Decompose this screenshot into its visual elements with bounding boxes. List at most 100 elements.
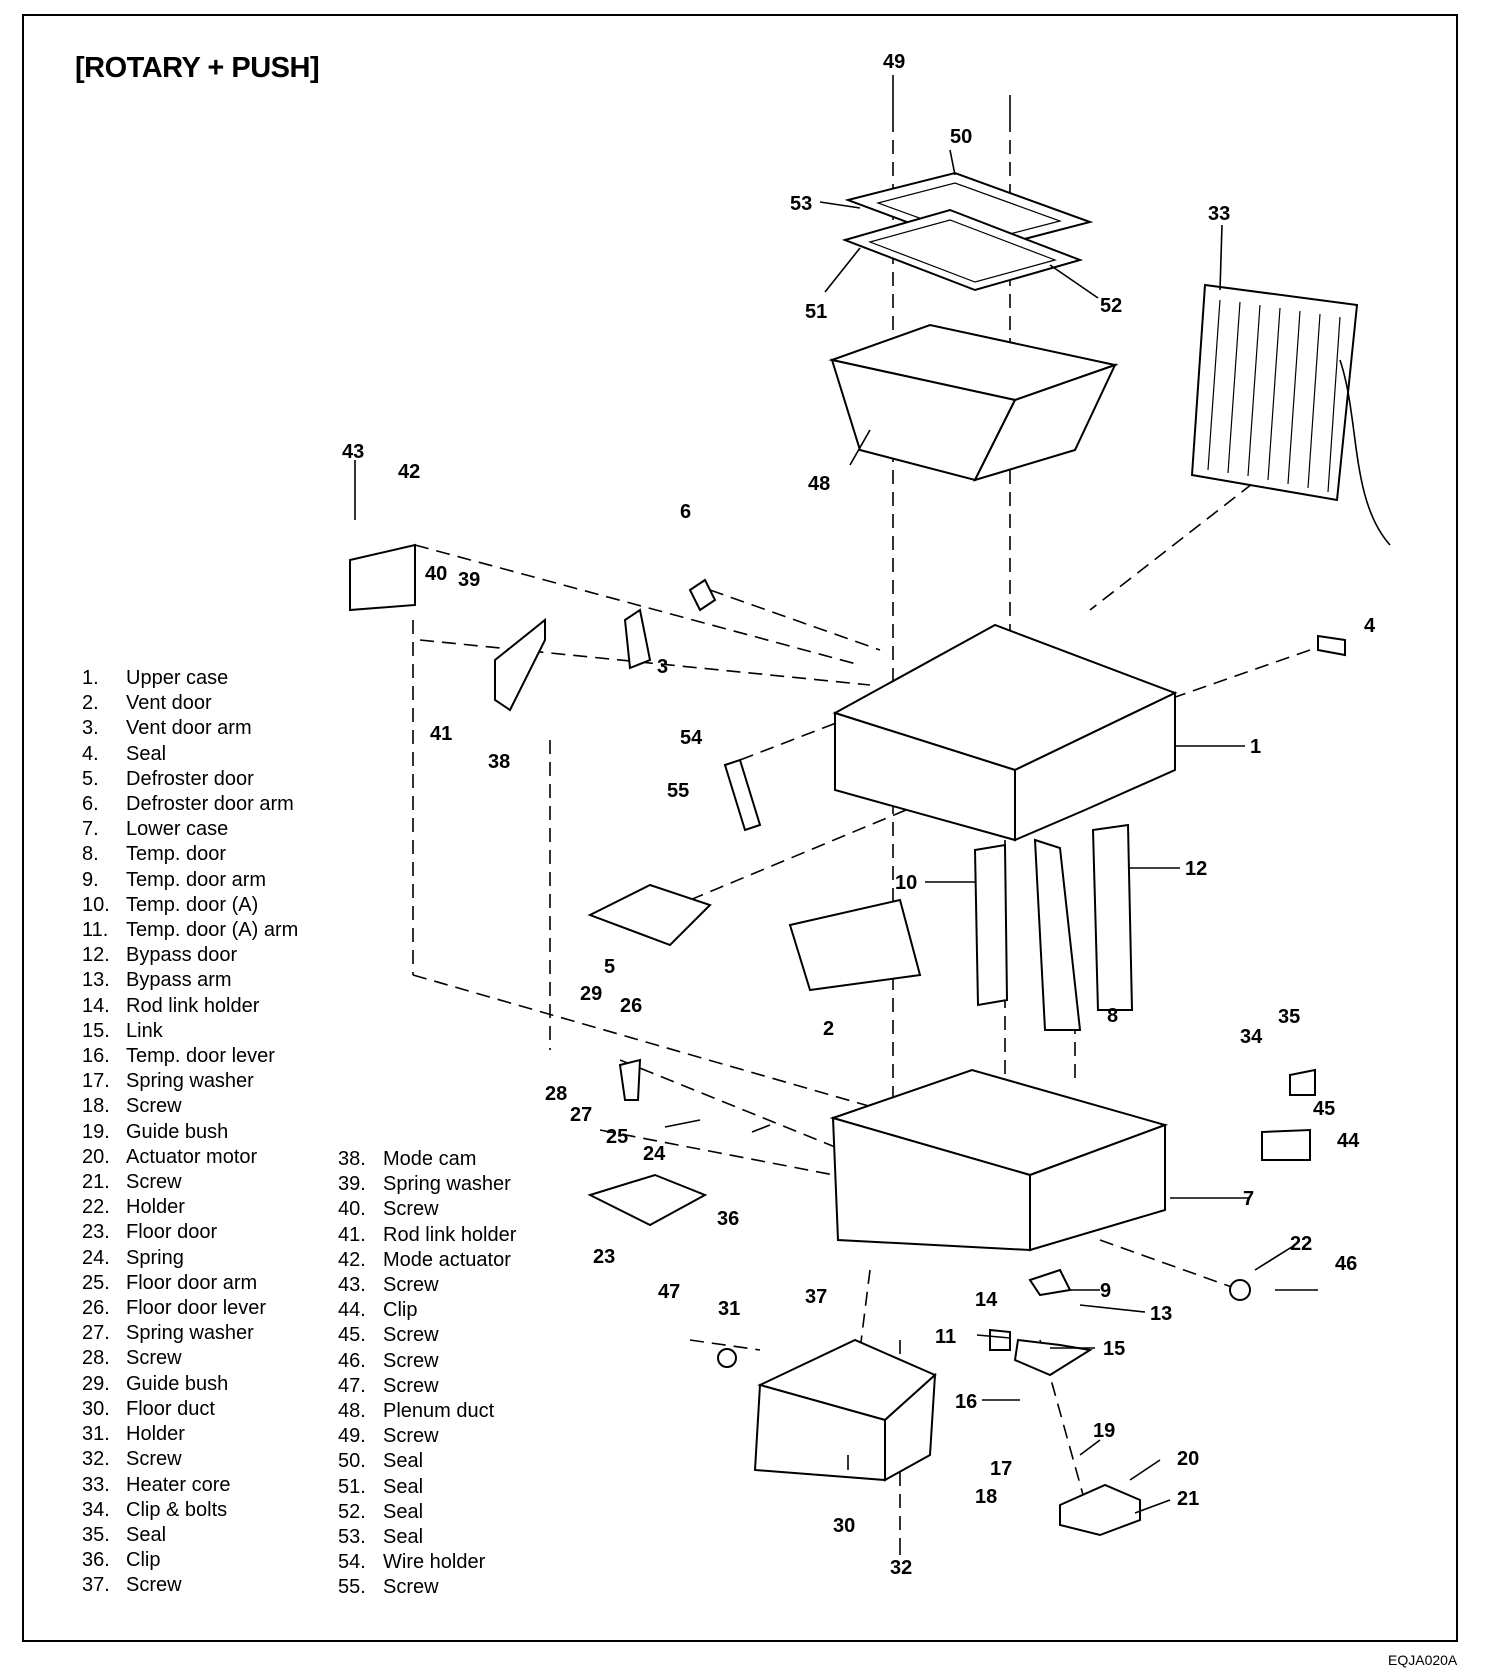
legend-item-number: 45. xyxy=(338,1324,366,1347)
callout-21: 21 xyxy=(1177,1488,1199,1510)
legend-item-label: Seal xyxy=(383,1500,424,1523)
legend-item-number: 30. xyxy=(82,1397,110,1420)
legend-item-label: Temp. door (A) xyxy=(126,893,259,916)
legend-item: 20. Actuator motor xyxy=(82,1145,298,1170)
callout-38: 38 xyxy=(488,751,510,773)
legend-item-number: 24. xyxy=(82,1246,110,1269)
legend-item-number: 46. xyxy=(338,1349,366,1372)
legend-item-label: Temp. door xyxy=(126,843,227,866)
legend-item-label: Guide bush xyxy=(126,1120,229,1143)
legend-item-label: Seal xyxy=(383,1475,424,1498)
legend-item-label: Wire holder xyxy=(383,1551,486,1574)
callout-27: 27 xyxy=(570,1104,592,1126)
callout-6: 6 xyxy=(680,501,691,523)
legend-item: 41.Rod link holder xyxy=(338,1223,516,1248)
legend-item-number: 26. xyxy=(82,1297,110,1320)
legend-item-label: Vent door xyxy=(126,692,212,715)
callout-4: 4 xyxy=(1364,615,1376,637)
legend-item: 32.Screw xyxy=(82,1447,298,1472)
legend-item-number: 15. xyxy=(82,1019,110,1042)
callout-3: 3 xyxy=(657,656,668,678)
callout-35: 35 xyxy=(1278,1006,1300,1028)
legend-item-number: 33. xyxy=(82,1473,110,1496)
callout-55: 55 xyxy=(667,780,689,802)
legend-item: 27.Spring washer xyxy=(82,1321,298,1346)
legend-item-label: Mode cam xyxy=(383,1148,477,1170)
legend-item-number: 5. xyxy=(82,767,99,790)
callout-1: 1 xyxy=(1250,736,1261,758)
legend-item: 17. Spring washer xyxy=(82,1069,298,1094)
legend-item-label: Temp. door arm xyxy=(126,868,267,891)
diagram-frame xyxy=(22,14,1458,1642)
callout-26: 26 xyxy=(620,995,642,1017)
legend-item: 26.Floor door lever xyxy=(82,1296,298,1321)
callout-17: 17 xyxy=(990,1458,1012,1480)
legend-item: 37.Screw xyxy=(82,1573,298,1598)
legend-item: 30.Floor duct xyxy=(82,1397,298,1422)
callout-9: 9 xyxy=(1100,1280,1111,1302)
legend-item: 14.Rod link holder xyxy=(82,994,298,1019)
legend-item: 35.Seal xyxy=(82,1523,298,1548)
doors xyxy=(587,823,1134,1031)
plenum-seals xyxy=(841,171,1094,292)
legend-item-number: 47. xyxy=(338,1374,366,1397)
legend-item: 38. Mode cam xyxy=(338,1147,516,1172)
legend-item-label: Screw xyxy=(126,1347,182,1370)
legend-item-number: 18. xyxy=(82,1095,110,1118)
legend-item-number: 38. xyxy=(338,1148,366,1170)
legend-item-number: 20. xyxy=(82,1145,110,1168)
callout-45: 45 xyxy=(1313,1098,1335,1120)
callout-36: 36 xyxy=(717,1208,739,1230)
legend-item-number: 42. xyxy=(338,1248,366,1271)
legend-item-number: 1. xyxy=(82,667,99,689)
callout-5: 5 xyxy=(604,956,615,978)
legend-item-number: 52. xyxy=(338,1500,366,1523)
callout-8: 8 xyxy=(1107,1005,1118,1027)
legend-item-number: 9. xyxy=(82,868,99,891)
legend-item-label: Clip xyxy=(126,1549,161,1572)
legend-item-label: Screw xyxy=(383,1425,439,1448)
legend-item-label: Heater core xyxy=(126,1473,231,1496)
callout-23: 23 xyxy=(593,1246,615,1268)
callout-47: 47 xyxy=(658,1281,680,1303)
assembly-guide-lines xyxy=(412,118,1311,1540)
legend-item-label: Temp. door lever xyxy=(126,1045,275,1068)
mode-actuator xyxy=(349,543,416,612)
legend-item: 16.Temp. door lever xyxy=(82,1044,298,1069)
callout-24: 24 xyxy=(643,1143,666,1165)
legend-item: 39.Spring washer xyxy=(338,1172,516,1197)
callout-51: 51 xyxy=(805,301,827,323)
callout-34: 34 xyxy=(1240,1026,1263,1048)
legend-item: 1.Upper case xyxy=(82,666,298,691)
legend-item-label: Spring washer xyxy=(126,1070,254,1093)
legend-item: 6.Defroster door arm xyxy=(82,792,298,817)
legend-item: 22.Holder xyxy=(82,1195,298,1220)
legend-item-number: 53. xyxy=(338,1526,366,1549)
callout-2: 2 xyxy=(823,1018,834,1040)
legend-item: 3.Vent door arm xyxy=(82,716,298,741)
legend-item-number: 7. xyxy=(82,818,99,841)
legend-item: 12.Bypass door xyxy=(82,943,298,968)
legend-item: 5.Defroster door xyxy=(82,767,298,792)
legend-item-label: Seal xyxy=(126,742,167,765)
legend-item-number: 44. xyxy=(338,1299,366,1322)
callout-12: 12 xyxy=(1185,858,1207,880)
legend-item: 7. Lower case xyxy=(82,817,298,842)
legend-item: 45.Screw xyxy=(338,1323,516,1348)
legend-item-number: 10. xyxy=(82,893,110,916)
legend-item-number: 41. xyxy=(338,1223,366,1246)
legend-item-label: Rod link holder xyxy=(126,994,260,1017)
legend-item-number: 36. xyxy=(82,1549,110,1572)
legend-item-label: Actuator motor xyxy=(126,1145,258,1168)
legend-item: 34.Clip & bolts xyxy=(82,1498,298,1523)
callout-numbers: 1 2 3 4 5 6 7 8 9 10 11 12 13 14 15 16 1… xyxy=(342,51,1376,1579)
callout-25: 25 xyxy=(606,1126,628,1148)
legend-item-label: Bypass door xyxy=(126,944,238,967)
legend-item-number: 17. xyxy=(82,1070,110,1093)
legend-item-label: Lower case xyxy=(126,818,229,841)
legend-item-label: Screw xyxy=(383,1374,439,1397)
legend-item-label: Screw xyxy=(383,1274,439,1297)
callout-33: 33 xyxy=(1208,203,1230,225)
